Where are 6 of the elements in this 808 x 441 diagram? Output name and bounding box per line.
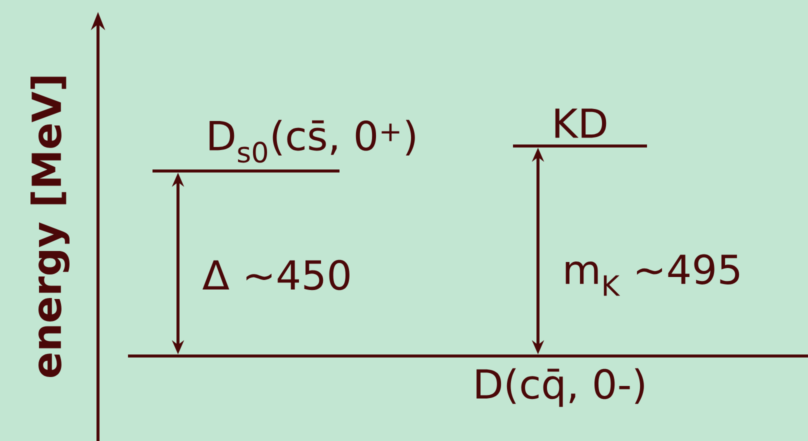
level-label: KD bbox=[555, 108, 606, 138]
edge-label: m$_{K}$ ~495 bbox=[560, 252, 745, 298]
axis-label: energy [MeV] bbox=[30, 76, 70, 378]
edge-label: Δ ~450 bbox=[200, 258, 354, 292]
level-label: D(cq̄, 0-) bbox=[476, 368, 644, 407]
level-label: D$_{s0}$(cs̄, 0$^{+}$) bbox=[210, 120, 415, 163]
